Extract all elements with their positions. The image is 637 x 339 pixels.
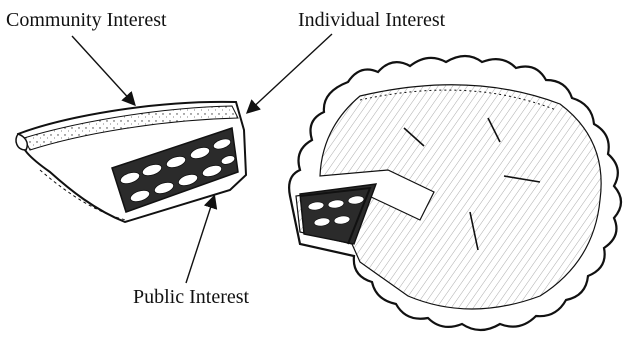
label-public-interest: Public Interest <box>133 286 250 308</box>
arrow-community-interest <box>72 36 134 104</box>
label-community-interest: Community Interest <box>6 9 167 31</box>
whole-pie-illustration <box>289 56 621 330</box>
arrow-individual-interest <box>248 34 332 112</box>
arrow-public-interest <box>186 197 214 283</box>
label-individual-interest: Individual Interest <box>298 9 446 31</box>
